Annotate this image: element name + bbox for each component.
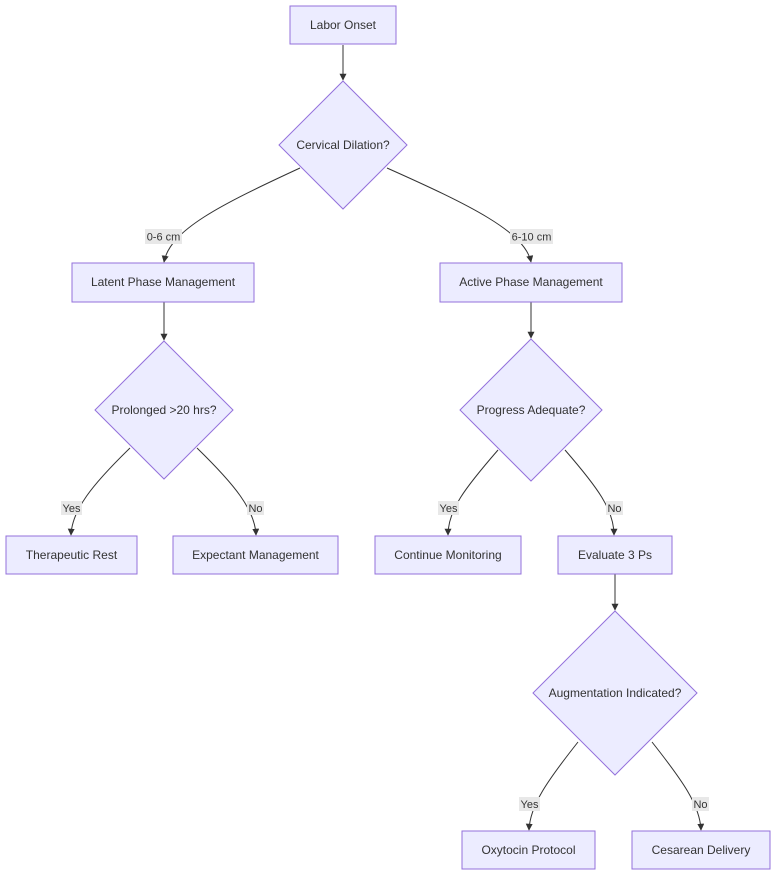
edge-dilation-to-latent [161,167,301,263]
node-label: Progress Adequate? [477,403,586,417]
node-labor-onset[interactable]: Labor Onset [289,5,397,45]
edge-label-augmentation-yes: Yes [519,797,540,811]
node-label: Continue Monitoring [394,548,501,562]
node-label: Latent Phase Management [91,275,236,289]
node-label: Therapeutic Rest [26,548,118,562]
edge-label-text: 6-10 cm [512,232,552,244]
edge-label-text: No [248,503,262,515]
edge-dilation-to-active [386,167,534,263]
node-progress[interactable]: Progress Adequate? [459,338,603,482]
edge-label-prolonged-no: No [247,501,264,515]
node-label: Cesarean Delivery [652,843,751,857]
edge-label-text: Yes [521,799,539,811]
edge-label-0-6cm: 0-6 cm [145,229,182,244]
edge-prolonged-to-expectant [196,447,260,536]
node-active-phase[interactable]: Active Phase Management [439,262,623,303]
edge-label-text: No [607,503,621,515]
node-label: Active Phase Management [459,275,603,289]
edge-label-6-10cm: 6-10 cm [510,229,553,244]
node-label: Augmentation Indicated? [549,686,682,700]
node-continue-monitoring[interactable]: Continue Monitoring [374,535,522,575]
edge-label-text: No [693,799,707,811]
node-expectant-management[interactable]: Expectant Management [172,535,339,575]
edge-augmentation-to-cesarean [651,741,705,831]
node-augmentation[interactable]: Augmentation Indicated? [532,610,698,776]
edge-progress-to-evaluate [564,449,618,536]
edge-label-text: Yes [440,503,458,515]
edges [67,45,705,831]
node-cesarean-delivery[interactable]: Cesarean Delivery [631,830,771,870]
edge-progress-to-monitoring [444,449,499,536]
node-label: Expectant Management [192,548,319,562]
edge-label-progress-no: No [606,501,623,515]
node-label: Labor Onset [310,18,377,32]
node-cervical-dilation[interactable]: Cervical Dilation? [278,80,408,210]
edge-label-text: Yes [63,503,81,515]
node-label: Evaluate 3 Ps [578,548,652,562]
edge-label-text: 0-6 cm [147,232,181,244]
node-prolonged[interactable]: Prolonged >20 hrs? [94,340,234,480]
node-label: Prolonged >20 hrs? [111,403,216,417]
edge-label-augmentation-no: No [692,797,709,811]
node-label: Cervical Dilation? [296,138,390,152]
node-therapeutic-rest[interactable]: Therapeutic Rest [5,535,138,575]
node-oxytocin-protocol[interactable]: Oxytocin Protocol [461,830,596,870]
edge-prolonged-to-rest [67,447,131,536]
edge-labels: 0-6 cm 6-10 cm Yes No Yes No Yes No [61,229,709,811]
node-latent-phase[interactable]: Latent Phase Management [71,262,255,303]
nodes: Labor Onset Cervical Dilation? Latent Ph… [5,5,771,870]
node-evaluate-3ps[interactable]: Evaluate 3 Ps [557,535,673,575]
edge-augmentation-to-oxytocin [525,741,579,831]
edge-label-progress-yes: Yes [438,501,459,515]
edge-label-prolonged-yes: Yes [61,501,82,515]
node-label: Oxytocin Protocol [481,843,575,857]
